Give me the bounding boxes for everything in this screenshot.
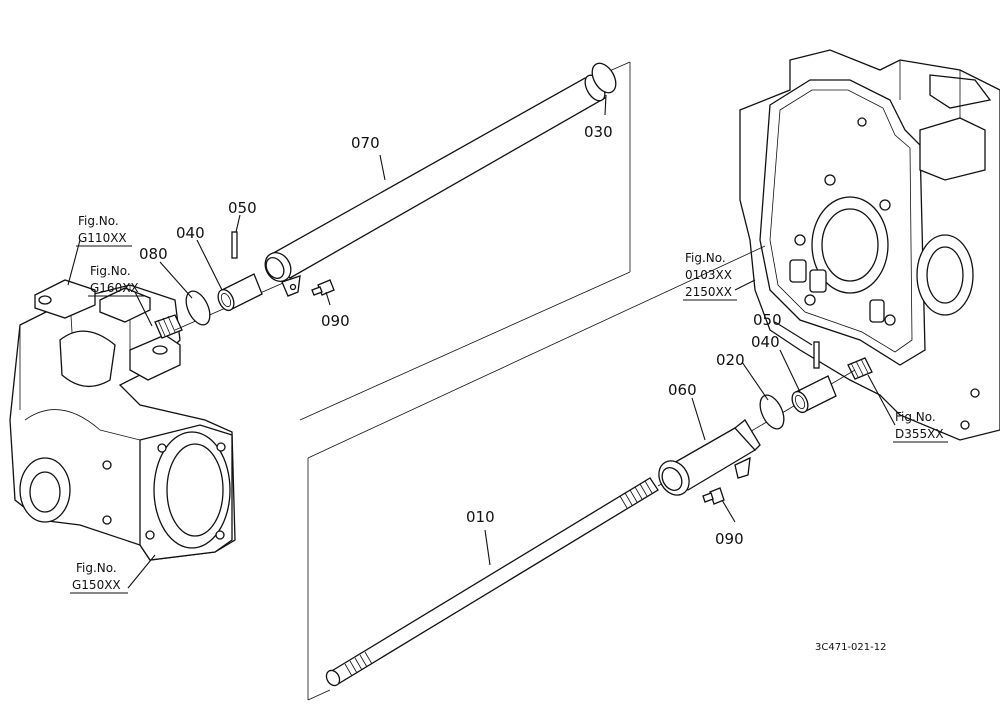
callout-020[interactable]: 020 <box>716 351 745 369</box>
part-070-tube[interactable] <box>260 72 609 297</box>
svg-text:Fig.No.: Fig.No. <box>78 214 119 228</box>
leader-lines <box>67 94 896 589</box>
part-080-oring[interactable] <box>181 287 214 328</box>
transmission-case <box>739 49 1000 441</box>
fig-ref-d355[interactable]: Fig.No. D355XX <box>893 410 948 443</box>
part-030-oring[interactable] <box>587 59 620 97</box>
callout-050-right[interactable]: 050 <box>753 311 782 329</box>
part-090-fitting-top[interactable] <box>311 279 335 296</box>
part-090-fitting-bottom[interactable] <box>702 487 725 505</box>
callout-030[interactable]: 030 <box>584 123 613 141</box>
svg-text:0103XX: 0103XX <box>685 268 732 282</box>
callout-060[interactable]: 060 <box>668 381 697 399</box>
figure-refs: Fig.No. G110XX Fig.No. G160XX Fig.No. G1… <box>70 214 948 594</box>
fig-ref-g150[interactable]: Fig.No. G150XX <box>70 561 128 594</box>
fig-ref-0103[interactable]: Fig.No. 0103XX 2150XX <box>683 251 737 301</box>
callouts: 070 030 050 040 080 090 050 040 020 060 … <box>139 123 782 548</box>
callout-010[interactable]: 010 <box>466 508 495 526</box>
part-060-sleeve[interactable] <box>653 419 761 501</box>
part-050-pin-top[interactable] <box>231 231 238 259</box>
part-040-bushing-top[interactable] <box>215 273 263 313</box>
diagram-id: 3C471-021-12 <box>815 642 886 653</box>
callout-090-bottom[interactable]: 090 <box>715 530 744 548</box>
svg-text:G110XX: G110XX <box>78 231 127 245</box>
svg-text:D355XX: D355XX <box>895 427 944 441</box>
svg-text:G150XX: G150XX <box>72 578 121 592</box>
callout-040-top[interactable]: 040 <box>176 224 205 242</box>
fig-ref-g110[interactable]: Fig.No. G110XX <box>76 214 132 247</box>
part-040-bushing-right[interactable] <box>789 375 837 415</box>
callout-080[interactable]: 080 <box>139 245 168 263</box>
callout-090-top[interactable]: 090 <box>321 312 350 330</box>
part-050-pin-right[interactable] <box>813 341 820 369</box>
callout-070[interactable]: 070 <box>351 134 380 152</box>
svg-text:Fig.No.: Fig.No. <box>76 561 117 575</box>
callout-050-top[interactable]: 050 <box>228 199 257 217</box>
svg-text:Fig.No.: Fig.No. <box>90 264 131 278</box>
svg-text:G160XX: G160XX <box>90 281 139 295</box>
svg-text:Fig.No.: Fig.No. <box>895 410 936 424</box>
callout-040-right[interactable]: 040 <box>751 333 780 351</box>
left-axle-housing <box>9 279 236 561</box>
svg-text:Fig.No.: Fig.No. <box>685 251 726 265</box>
fig-ref-g160[interactable]: Fig.No. G160XX <box>88 264 144 297</box>
svg-text:2150XX: 2150XX <box>685 285 732 299</box>
part-010-shaft[interactable] <box>324 477 659 688</box>
